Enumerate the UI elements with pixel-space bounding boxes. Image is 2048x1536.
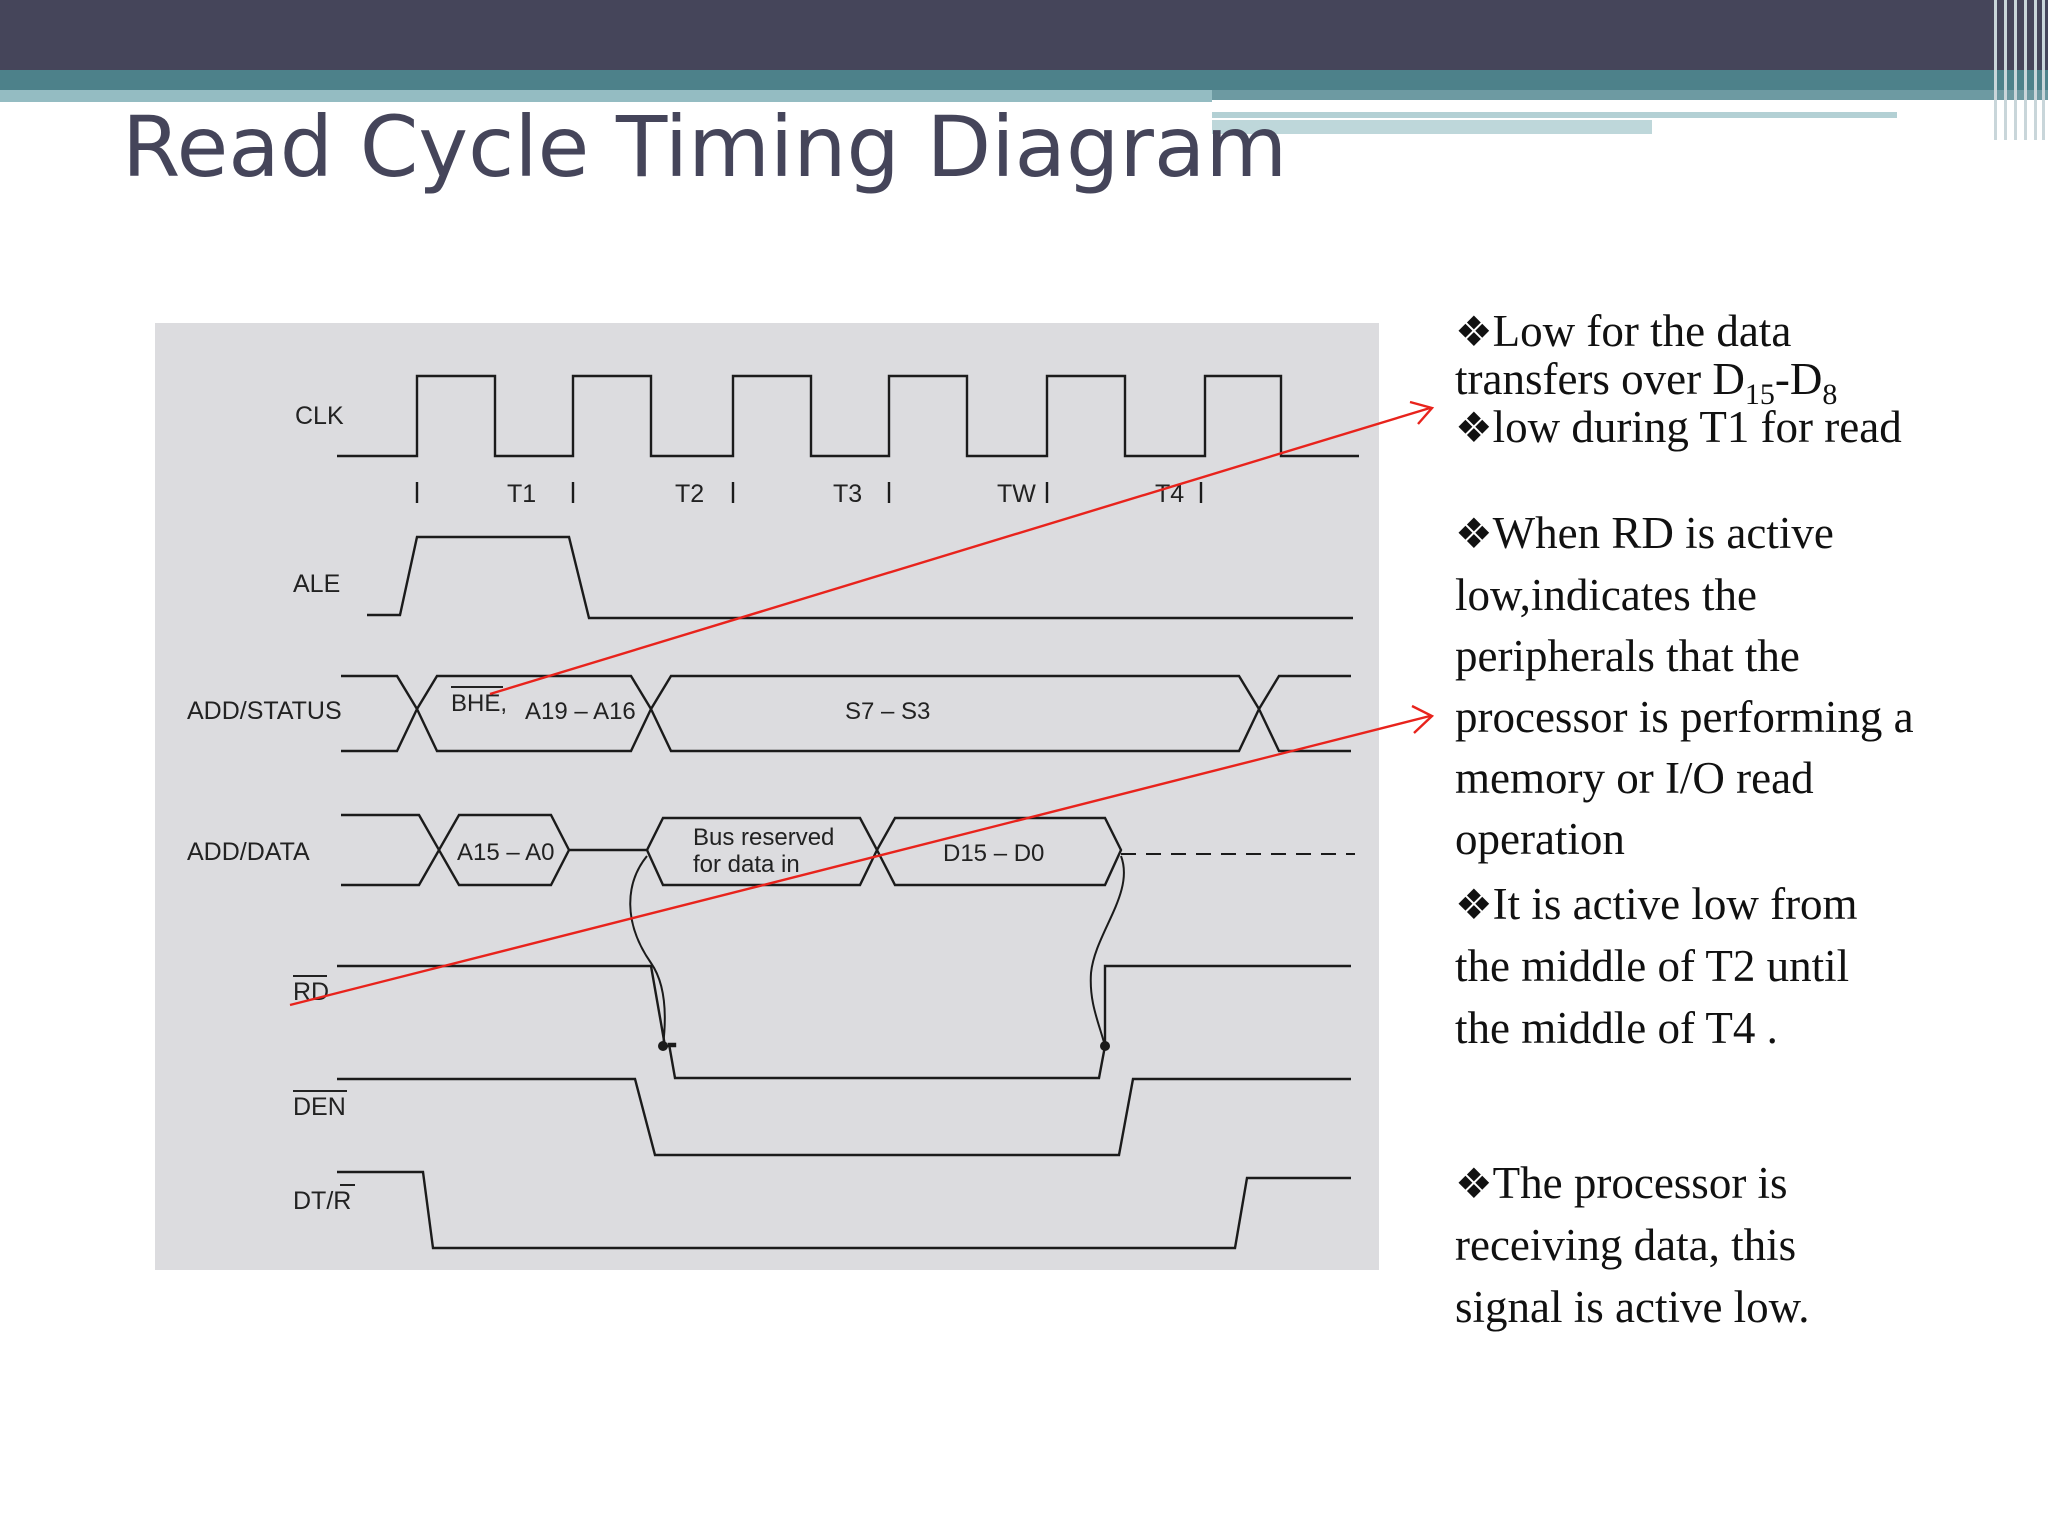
- rd-sync-dot-left: [658, 1041, 668, 1051]
- note-rd-line5: memory or I/O read: [1455, 753, 1814, 803]
- right-ruler-decoration: [1986, 0, 2048, 140]
- note-rd-line6: operation: [1455, 814, 1625, 864]
- header-accent-strip: [1212, 112, 1897, 118]
- signal-label-add-data: ADD/DATA: [187, 838, 310, 866]
- note-dtr-line2: receiving data, this: [1455, 1220, 1797, 1270]
- header-accent-strip-lower: [1212, 120, 1652, 134]
- header-light-band-right: [1212, 90, 2048, 100]
- signal-label-add-status: ADD/STATUS: [187, 697, 342, 725]
- signal-label-dtr: DT/R: [293, 1187, 351, 1215]
- note-rd-active-line2: the middle of T2 until: [1455, 941, 1850, 991]
- arrow-bhe-head: [1409, 400, 1435, 425]
- note-rd-active-line3: the middle of T4 .: [1455, 1003, 1778, 1053]
- note-bhe-line3: ❖low during T1 for read: [1455, 402, 1902, 452]
- bus-label-a19-a16: A19 – A16: [525, 698, 636, 725]
- note-bhe-line2: transfers over D15-D8: [1455, 354, 1838, 411]
- clock-state-t1: T1: [507, 480, 536, 508]
- signal-label-clk: CLK: [295, 402, 344, 430]
- note-rd-line2: low,indicates the: [1455, 570, 1757, 620]
- bus-label-d15-d0: D15 – D0: [943, 840, 1044, 867]
- bus-label-bus-reserved: Bus reserved: [693, 824, 834, 851]
- signal-label-rd: RD: [293, 978, 329, 1006]
- signal-label-den: DEN: [293, 1093, 346, 1121]
- bus-label-for-data-in: for data in: [693, 851, 800, 878]
- signal-label-ale: ALE: [293, 570, 340, 598]
- note-bhe-line1: ❖Low for the data: [1455, 306, 1792, 356]
- header-light-band: [0, 90, 1212, 102]
- header-teal-band: [0, 70, 2048, 90]
- note-bullet-icon: ❖: [1455, 310, 1493, 356]
- clock-state-tw: TW: [997, 480, 1036, 508]
- rd-waveform: [337, 964, 1351, 1080]
- timing-diagram-svg: CLK ALE ADD/STATUS ADD/DATA RD DEN DT/R …: [187, 374, 1359, 1250]
- ale-waveform: [367, 535, 1353, 620]
- rd-sync-dot-right: [1100, 1041, 1110, 1051]
- note-bullet-icon: ❖: [1455, 883, 1493, 929]
- note-dtr-line1: ❖The processor is: [1455, 1158, 1788, 1208]
- dtr-waveform: [337, 1170, 1351, 1250]
- clk-waveform: [337, 374, 1359, 458]
- note-rd-line3: peripherals that the: [1455, 631, 1800, 681]
- slide-title: Read Cycle Timing Diagram: [122, 98, 1288, 196]
- timing-diagram: CLK ALE ADD/STATUS ADD/DATA RD DEN DT/R …: [155, 323, 1379, 1270]
- den-waveform: [337, 1077, 1351, 1157]
- bus-label-bhe: BHE,: [451, 690, 507, 717]
- header-band: [0, 0, 2048, 70]
- clock-state-t4: T4: [1155, 480, 1184, 508]
- note-rd-line1: ❖When RD is active: [1455, 508, 1834, 558]
- note-bullet-icon: ❖: [1455, 1162, 1493, 1208]
- clock-state-t2: T2: [675, 480, 704, 508]
- note-bullet-icon: ❖: [1455, 406, 1493, 452]
- note-rd-active-line1: ❖It is active low from: [1455, 879, 1858, 929]
- arrow-rd-head: [1411, 704, 1435, 734]
- bus-label-s7-s3: S7 – S3: [845, 698, 930, 725]
- clock-state-t3: T3: [833, 480, 862, 508]
- note-bullet-icon: ❖: [1455, 512, 1493, 558]
- note-rd-line4: processor is performing a: [1455, 692, 1914, 742]
- note-dtr-line3: signal is active low.: [1455, 1282, 1810, 1332]
- bus-label-a15-a0: A15 – A0: [457, 839, 554, 866]
